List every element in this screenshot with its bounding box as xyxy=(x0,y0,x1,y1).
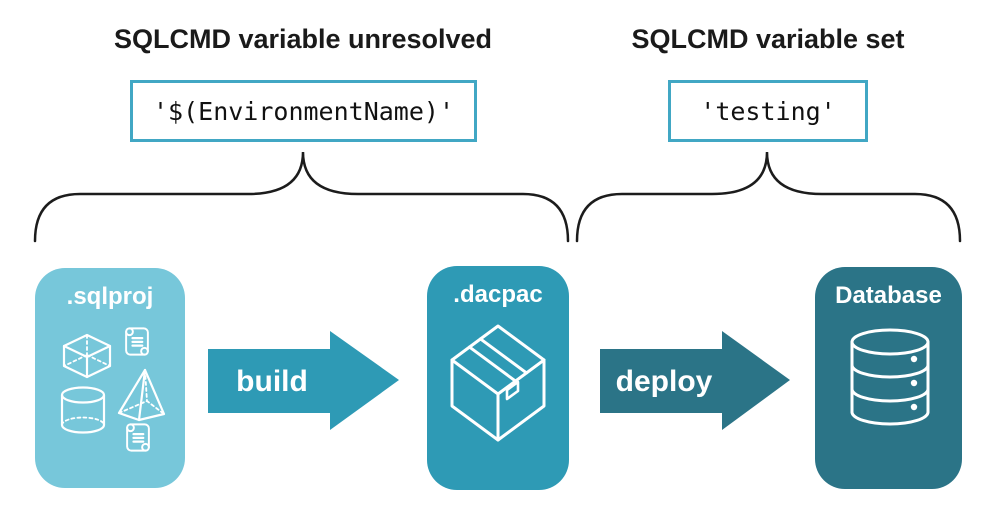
brace-group xyxy=(33,151,962,243)
deploy-arrow-icon xyxy=(600,331,790,430)
package-box-icon xyxy=(450,324,546,442)
code-text-set: 'testing' xyxy=(700,96,836,126)
brace-left-icon xyxy=(33,151,570,243)
stage-database-label: Database xyxy=(835,282,942,309)
database-cylinder-icon xyxy=(850,328,930,426)
code-box-unresolved: '$(EnvironmentName)' xyxy=(130,80,477,142)
build-arrow-icon xyxy=(208,331,399,430)
build-arrow-label: build xyxy=(236,365,308,398)
stage-dacpac-label: .dacpac xyxy=(453,281,543,308)
stage-sqlproj-label: .sqlproj xyxy=(66,283,154,310)
code-box-set: 'testing' xyxy=(668,80,868,142)
heading-set: SQLCMD variable set xyxy=(631,24,905,54)
heading-unresolved: SQLCMD variable unresolved xyxy=(113,24,493,54)
deploy-arrow-label: deploy xyxy=(615,365,713,398)
stage-sqlproj: .sqlproj xyxy=(35,268,185,488)
sql-project-shapes-icon xyxy=(60,327,166,452)
code-text-unresolved: '$(EnvironmentName)' xyxy=(152,96,455,126)
stage-dacpac: .dacpac xyxy=(427,266,569,490)
stage-database: Database xyxy=(815,267,962,489)
brace-right-icon xyxy=(575,151,962,243)
